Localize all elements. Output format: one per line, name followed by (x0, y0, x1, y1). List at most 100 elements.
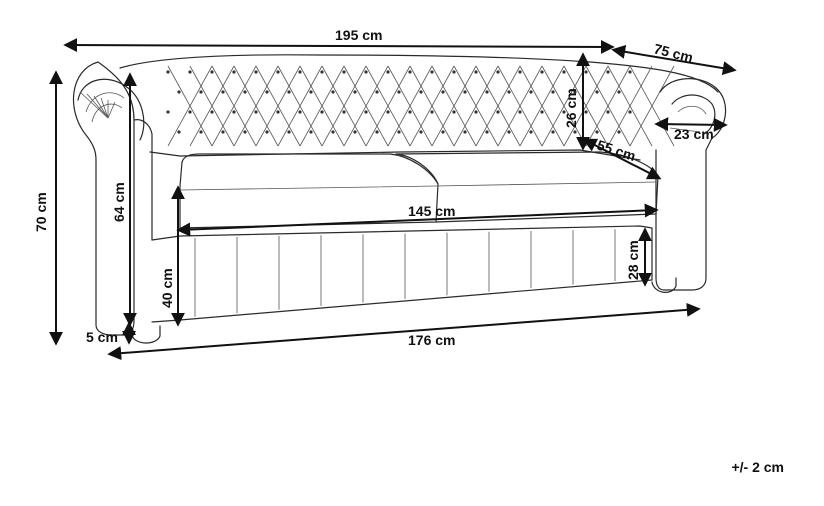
tuft-seam (255, 65, 301, 147)
tuft-seam (321, 65, 367, 147)
tuft-button (243, 90, 247, 94)
label-total-width: 195 cm (335, 27, 382, 43)
tuft-button (342, 110, 346, 114)
tuft-button (595, 130, 599, 134)
tuft-button (166, 70, 170, 74)
dim-seat-depth-line (582, 138, 662, 180)
tuft-button (628, 70, 632, 74)
tuft-button (441, 90, 445, 94)
tuft-button (496, 70, 500, 74)
tuft-button (353, 130, 357, 134)
tuft-seam (277, 65, 323, 147)
arm-pleat (86, 93, 109, 119)
tuft-button (606, 70, 610, 74)
tuft-button (166, 110, 170, 114)
tuft-button (287, 90, 291, 94)
tuft-button (331, 130, 335, 134)
tuft-seam (475, 65, 521, 147)
label-seat-height: 40 cm (159, 268, 175, 308)
tuft-seam (365, 65, 411, 147)
dimension-labels: 195 cm 75 cm 70 cm 64 cm 26 cm 23 cm 55 … (33, 27, 714, 348)
tuft-button (518, 70, 522, 74)
label-arm-width: 23 cm (674, 126, 714, 142)
tuft-button (463, 90, 467, 94)
tuft-button (188, 70, 192, 74)
tuft-button (584, 70, 588, 74)
tuft-button (199, 90, 203, 94)
tuft-seam (233, 65, 279, 147)
tuft-seam (211, 65, 257, 147)
tufting-pattern (166, 65, 675, 147)
tuft-button (232, 110, 236, 114)
tuft-button (507, 90, 511, 94)
tuft-button (375, 130, 379, 134)
tuft-seam (497, 65, 543, 147)
label-arm-height: 64 cm (111, 182, 127, 222)
label-inner-width: 176 cm (408, 332, 455, 348)
sofa-illustration (73, 54, 727, 344)
tuft-button (452, 110, 456, 114)
tuft-seam (585, 65, 631, 147)
tuft-seam (387, 65, 433, 147)
dimension-lines (49, 38, 737, 361)
tuft-button (397, 90, 401, 94)
tuft-button (232, 70, 236, 74)
tuft-button (485, 90, 489, 94)
label-total-height: 70 cm (33, 192, 49, 232)
label-backrest-height: 26 cm (563, 88, 579, 128)
tuft-button (177, 130, 181, 134)
tuft-button (474, 110, 478, 114)
label-seat-width: 145 cm (408, 203, 455, 219)
tuft-button (463, 130, 467, 134)
tuft-button (221, 130, 225, 134)
tuft-button (276, 70, 280, 74)
tuft-button (628, 110, 632, 114)
tuft-button (210, 110, 214, 114)
left-arm-pleats (79, 91, 116, 119)
tuft-button (298, 110, 302, 114)
tuft-button (518, 110, 522, 114)
tuft-seam (409, 65, 455, 147)
tuft-button (419, 130, 423, 134)
arm-pleat (79, 91, 109, 119)
label-depth: 75 cm (652, 40, 694, 65)
dim-depth-line (611, 44, 737, 76)
tuft-button (452, 70, 456, 74)
tuft-button (353, 90, 357, 94)
tuft-button (430, 70, 434, 74)
tuft-button (496, 110, 500, 114)
tuft-button (507, 130, 511, 134)
sofa-base (151, 225, 653, 323)
tuft-button (265, 130, 269, 134)
tuft-seam (519, 65, 565, 147)
tuft-button (397, 130, 401, 134)
tuft-seam (167, 65, 213, 147)
tuft-button (243, 130, 247, 134)
arm-pleat (100, 97, 109, 119)
tuft-button (573, 90, 577, 94)
tuft-button (562, 70, 566, 74)
tolerance-note: +/- 2 cm (731, 459, 784, 475)
seat-cushion-left (179, 153, 439, 229)
tuft-button (606, 110, 610, 114)
tuft-button (529, 90, 533, 94)
label-leg-height: 5 cm (86, 329, 118, 345)
tuft-button (408, 70, 412, 74)
tuft-seam (343, 65, 389, 147)
label-seat-depth: 55 cm (595, 137, 638, 164)
tuft-button (199, 130, 203, 134)
tuft-seam (431, 65, 477, 147)
dim-arm-width-line (654, 117, 728, 132)
left-arm-side (133, 119, 153, 241)
tuft-button (298, 70, 302, 74)
tuft-button (419, 90, 423, 94)
tuft-button (364, 110, 368, 114)
base-pleats (194, 229, 616, 317)
tuft-button (331, 90, 335, 94)
tuft-seam (453, 65, 499, 147)
tuft-button (287, 130, 291, 134)
left-leg (131, 325, 161, 344)
tuft-button (584, 110, 588, 114)
dim-seat-width-line (176, 203, 659, 237)
